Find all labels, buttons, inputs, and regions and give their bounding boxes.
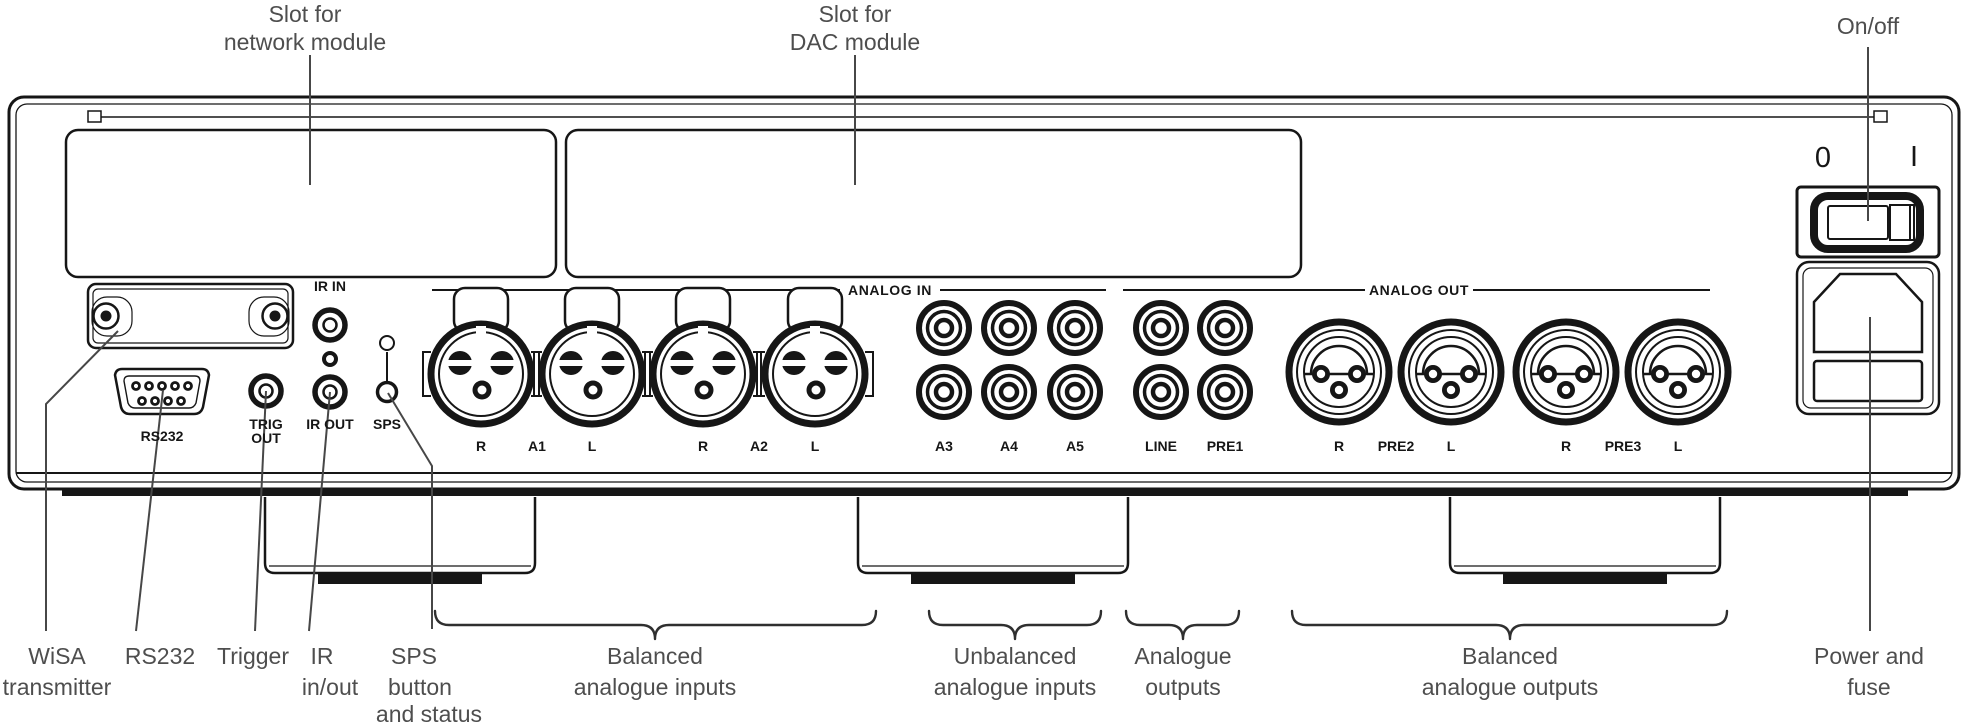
callout-unbalanced-inputs-line2: analogue inputs	[934, 674, 1096, 700]
ir-in-label: IR IN	[314, 278, 346, 294]
rca-unbalanced-input	[1050, 303, 1100, 353]
rca-analogue-output	[1200, 367, 1250, 417]
screw-icon	[92, 302, 120, 330]
rs232-label: RS232	[141, 428, 184, 444]
rca-unbalanced-input	[919, 367, 969, 417]
channel-label: L	[1674, 438, 1683, 454]
channel-label: L	[811, 438, 820, 454]
callout-trigger: Trigger	[217, 643, 289, 669]
channel-label: PRE1	[1207, 438, 1244, 454]
ir-in-jack	[315, 310, 345, 340]
xlr-balanced-output	[1516, 322, 1616, 422]
callout-balanced-outputs-line1: Balanced	[1462, 643, 1558, 669]
leader-ir	[308, 391, 331, 632]
leader-rs232	[135, 389, 164, 632]
rca-analogue-output	[1136, 367, 1186, 417]
callout-unbalanced-inputs-line1: Unbalanced	[954, 643, 1077, 669]
bracket-analogue-outputs	[1124, 609, 1241, 641]
callout-sps-line3: and status	[376, 701, 482, 725]
callout-analogue-outputs-line1: Analogue	[1134, 643, 1231, 669]
analog-in-header: ANALOG IN	[848, 282, 932, 298]
analog-out-header: ANALOG OUT	[1369, 282, 1469, 298]
callout-ir-line2: in/out	[302, 674, 359, 700]
sps-button	[375, 380, 399, 404]
callout-sps-line2: button	[388, 674, 452, 700]
channel-label: R	[1334, 438, 1344, 454]
bottom-flange	[62, 489, 1908, 496]
callout-dac-slot-line2: DAC module	[790, 29, 920, 55]
rca-unbalanced-input	[984, 303, 1034, 353]
switch-off-marking: 0	[1815, 142, 1831, 174]
rca-unbalanced-input	[919, 303, 969, 353]
chassis-foot	[263, 495, 537, 586]
rca-analogue-output	[1200, 303, 1250, 353]
leader-trigger	[254, 390, 267, 632]
channel-label: L	[1447, 438, 1456, 454]
callout-analogue-outputs-line2: outputs	[1145, 674, 1220, 700]
channel-label: R	[1561, 438, 1571, 454]
callout-balanced-inputs-line2: analogue inputs	[574, 674, 736, 700]
rca-unbalanced-input	[1050, 367, 1100, 417]
callout-balanced-inputs-line1: Balanced	[607, 643, 703, 669]
channel-label: L	[588, 438, 597, 454]
bracket-unbalanced-inputs	[927, 609, 1103, 641]
iec-socket	[1812, 272, 1924, 354]
callout-power-line2: fuse	[1847, 674, 1890, 700]
trig-out-label-line1: TRIG	[249, 416, 283, 432]
callout-wisa-line2: transmitter	[3, 674, 112, 700]
channel-label: A1	[528, 438, 546, 454]
callout-network-slot-line2: network module	[224, 29, 386, 55]
callout-network-slot-line1: Slot for	[269, 1, 342, 27]
callout-power-line1: Power and	[1814, 643, 1924, 669]
callout-onoff: On/off	[1837, 13, 1900, 39]
bracket-balanced-outputs	[1290, 609, 1729, 641]
channel-label: A4	[1000, 438, 1018, 454]
seam-notch-left	[87, 110, 102, 123]
leader-wisa	[45, 330, 119, 631]
xlr-balanced-output	[1628, 322, 1728, 422]
sps-label: SPS	[373, 416, 401, 432]
chassis-foot	[1448, 495, 1722, 586]
channel-label: PRE3	[1605, 438, 1642, 454]
callout-wisa-line1: WiSA	[28, 643, 86, 669]
trig-out-label-line2: OUT	[251, 430, 281, 446]
channel-label: R	[476, 438, 486, 454]
ir-mid-pinhole	[322, 351, 338, 367]
channel-label: A3	[935, 438, 953, 454]
channel-label: R	[698, 438, 708, 454]
callout-rs232: RS232	[125, 643, 195, 669]
channel-label: A2	[750, 438, 768, 454]
fuse-drawer	[1812, 359, 1924, 403]
callout-balanced-outputs-line2: analogue outputs	[1422, 674, 1599, 700]
rca-unbalanced-input	[984, 367, 1034, 417]
screw-icon	[261, 302, 289, 330]
wisa-transmitter-plate	[86, 282, 295, 350]
ir-out-label: IR OUT	[306, 416, 354, 432]
channel-label: LINE	[1145, 438, 1177, 454]
callout-dac-slot-line1: Slot for	[819, 1, 892, 27]
channel-label: PRE2	[1378, 438, 1415, 454]
bracket-balanced-inputs	[433, 609, 878, 641]
chassis-foot	[856, 495, 1130, 586]
xlr-balanced-output	[1289, 322, 1389, 422]
power-inlet-fuse	[1795, 260, 1941, 416]
power-switch	[1795, 185, 1941, 259]
channel-label: A5	[1066, 438, 1084, 454]
dac-module-slot	[564, 128, 1303, 279]
seam-notch-right	[1873, 110, 1888, 123]
sps-status-led	[379, 335, 395, 351]
callout-ir-line1: IR	[311, 643, 334, 669]
rca-analogue-output	[1136, 303, 1186, 353]
switch-on-marking: I	[1910, 141, 1918, 173]
callout-sps-line1: SPS	[391, 643, 437, 669]
xlr-balanced-output	[1401, 322, 1501, 422]
leader-sps	[387, 392, 433, 629]
